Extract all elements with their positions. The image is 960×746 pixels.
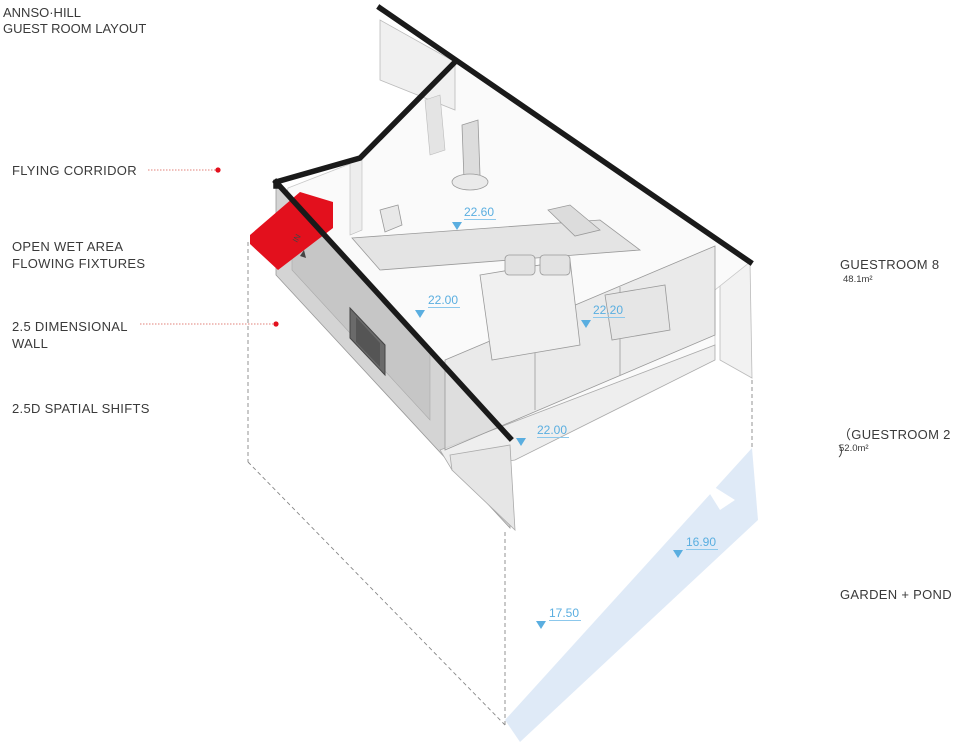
- lower-slab: [449, 444, 516, 531]
- pillow-2: [539, 254, 571, 276]
- toilet: [379, 204, 403, 233]
- window-seat: [547, 204, 601, 237]
- label-guestroom-8: GUESTROOM 8: [840, 257, 940, 272]
- pillow-1: [504, 254, 536, 276]
- elevation-markers: [415, 222, 683, 629]
- label-dimensional-wall: 2.5 DIMENSIONAL WALL: [12, 319, 128, 351]
- section-cut-lines: [272, 4, 754, 442]
- title-line-1: ANNSO·HILL: [3, 5, 82, 20]
- curtain: [424, 94, 446, 156]
- label-flying-corridor: FLYING CORRIDOR: [12, 163, 137, 178]
- label-spatial-shifts: 2.5D SPATIAL SHIFTS: [12, 401, 150, 416]
- bathroom-back-wall: [379, 19, 456, 111]
- title-line-2: GUEST ROOM LAYOUT: [3, 21, 147, 36]
- area-guestroom-2: 52.0m²: [839, 443, 869, 454]
- long-counter: [351, 219, 642, 271]
- shower-glass: [349, 154, 363, 236]
- pond-water-area: [505, 448, 758, 742]
- washbasin: [451, 173, 489, 191]
- ground-dashed-outline: [247, 242, 753, 726]
- elevation-label-pond: 17.50: [549, 606, 582, 621]
- elevation-label-bedroom: 22.00: [428, 293, 461, 308]
- desk: [604, 284, 671, 341]
- label-open-wet-area: OPEN WET AREA FLOWING FIXTURES: [12, 239, 146, 271]
- elevation-label-garden: 16.90: [686, 535, 719, 550]
- pond-water-notch: [700, 478, 735, 510]
- wall-screen-inner: [356, 317, 380, 367]
- elevation-label-bath: 22.60: [464, 205, 497, 220]
- diagram-title: ANNSO·HILL GUEST ROOM LAYOUT: [3, 5, 146, 37]
- flying-corridor: [250, 192, 333, 270]
- leader-lines: [140, 167, 279, 327]
- elevation-label-desk: 22.20: [593, 303, 626, 318]
- in-arrow: [300, 250, 306, 258]
- wall-tag-in: IN: [291, 232, 303, 244]
- label-garden-pond: GARDEN + POND: [840, 587, 952, 602]
- elevation-label-balcony: 22.00: [537, 423, 570, 438]
- bathtub-column: [461, 119, 481, 181]
- area-guestroom-8: 48.1m²: [843, 274, 873, 285]
- label-guestroom-2: （GUESTROOM 2 ）: [838, 427, 951, 459]
